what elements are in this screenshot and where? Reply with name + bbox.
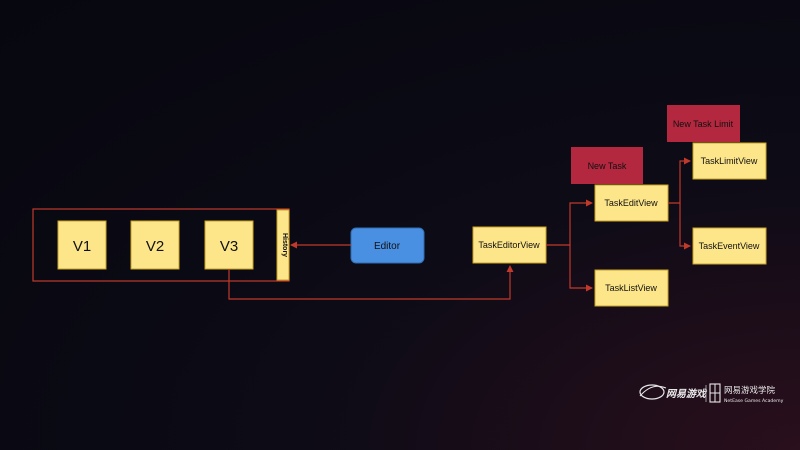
academy-name-cn: 网易游戏学院	[724, 385, 776, 396]
version-label-v2: V2	[146, 238, 164, 255]
task-editor-view-node: TaskEditorView	[472, 226, 547, 264]
academy-logo-icon	[709, 383, 721, 403]
task-limit-view-node: TaskLimitView	[692, 142, 767, 180]
task-list-view-node: TaskListView	[594, 269, 669, 307]
task-edit-view-label: TaskEditView	[604, 198, 658, 208]
version-node-v2: V2	[130, 220, 180, 270]
task-event-view-node: TaskEventView	[692, 227, 767, 265]
editor-label: Editor	[374, 241, 401, 252]
history-label: History	[281, 233, 288, 257]
academy-name-en: NetEase Games Academy	[724, 398, 784, 404]
task-edit-view-node: TaskEditView	[594, 184, 669, 222]
netease-logo: 网易游戏 网易游戏学院 NetEase Games Academy	[639, 383, 784, 404]
version-label-v1: V1	[73, 238, 91, 255]
new-task-limit-label-node: New Task Limit	[667, 105, 740, 142]
history-container: History	[32, 208, 290, 282]
task-editor-view-label: TaskEditorView	[478, 240, 540, 250]
edge-task-edit-view-to-task-limit-view	[668, 157, 691, 204]
version-node-v3: V3	[204, 220, 254, 270]
version-label-v3: V3	[220, 238, 238, 255]
task-list-view-label: TaskListView	[605, 283, 657, 293]
edge-v3-to-task-editor-view	[228, 265, 514, 300]
version-node-v1: V1	[57, 220, 107, 270]
edge-task-editor-view-to-task-list-view	[569, 245, 593, 292]
edge-task-edit-view-to-task-event-view	[679, 203, 691, 250]
task-limit-view-label: TaskLimitView	[701, 156, 758, 166]
task-event-view-label: TaskEventView	[699, 241, 760, 251]
new-task-label-node: New Task	[571, 147, 643, 184]
editor-node: Editor	[350, 227, 425, 264]
netease-games-logo-icon	[639, 384, 667, 400]
edge-task-editor-view-to-task-edit-view	[546, 199, 593, 246]
new-task-limit-label: New Task Limit	[673, 119, 734, 129]
new-task-label: New Task	[588, 161, 627, 171]
netease-games-logo-text: 网易游戏	[666, 388, 708, 400]
